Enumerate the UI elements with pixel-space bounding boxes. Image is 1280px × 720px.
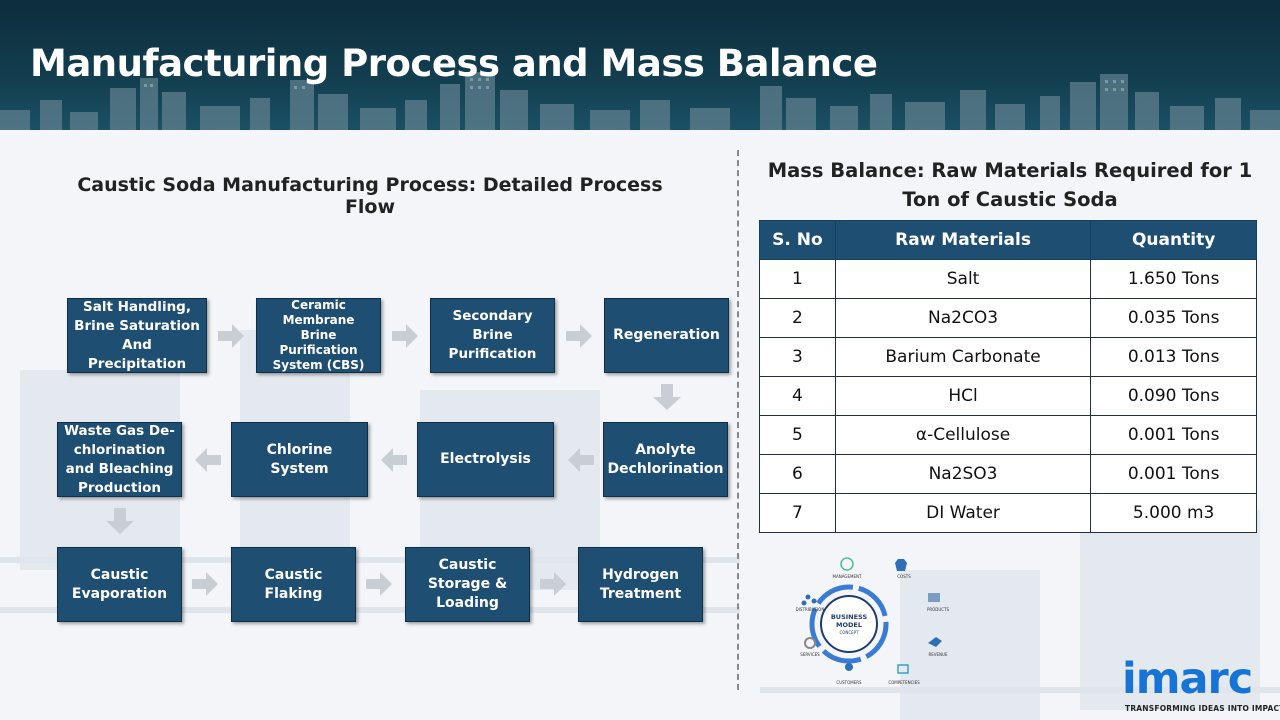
step-caustic-storage: Caustic Storage & Loading bbox=[405, 547, 530, 622]
arrow-right-icon bbox=[392, 324, 418, 348]
mass-balance-table: S. No Raw Materials Quantity 1 Salt 1.65… bbox=[759, 220, 1257, 533]
section-divider bbox=[737, 150, 739, 690]
table-cell: Na2SO3 bbox=[834, 454, 1092, 494]
city-skyline-graphic bbox=[0, 72, 1280, 130]
arrow-left-icon bbox=[568, 448, 594, 472]
step-caustic-flaking: Caustic Flaking bbox=[231, 547, 356, 622]
business-model-center-text: BUSINESS bbox=[831, 613, 868, 621]
table-cell: 0.001 Tons bbox=[1090, 415, 1257, 455]
table-row: 1 Salt 1.650 Tons bbox=[759, 259, 1257, 299]
table-cell: HCl bbox=[834, 376, 1092, 416]
table-row: 4 HCl 0.090 Tons bbox=[759, 376, 1257, 416]
table-cell: 0.035 Tons bbox=[1090, 298, 1257, 338]
arrow-right-icon bbox=[540, 572, 566, 596]
bm-label: MANAGEMENT bbox=[833, 574, 862, 579]
table-cell: Barium Carbonate bbox=[834, 337, 1092, 377]
arrow-left-icon bbox=[381, 448, 407, 472]
business-model-center-text: MODEL bbox=[836, 621, 862, 629]
table-cell: α-Cellulose bbox=[834, 415, 1092, 455]
imarc-logo: imarc TRANSFORMING IDEAS INTO IMPACT bbox=[1122, 654, 1280, 716]
services-icon bbox=[804, 637, 816, 649]
competencies-icon bbox=[897, 664, 909, 674]
table-cell: 0.001 Tons bbox=[1090, 454, 1257, 494]
logo-wordmark: imarc bbox=[1122, 654, 1253, 704]
revenue-icon bbox=[928, 637, 942, 647]
costs-icon bbox=[895, 559, 907, 571]
column-header: S. No bbox=[759, 220, 836, 260]
bm-label: REVENUE bbox=[928, 652, 947, 657]
products-icon bbox=[928, 593, 940, 602]
business-model-center-text: CONCEPT bbox=[839, 630, 859, 635]
management-icon bbox=[840, 557, 854, 571]
table-cell: 0.090 Tons bbox=[1090, 376, 1257, 416]
arrow-down-icon bbox=[653, 384, 681, 410]
arrow-right-icon bbox=[218, 324, 244, 348]
step-regeneration: Regeneration bbox=[604, 298, 729, 373]
step-anolyte-dechlorination: Anolyte Dechlorination bbox=[603, 422, 728, 497]
step-chlorine-system: Chlorine System bbox=[231, 422, 368, 497]
table-row: 7 DI Water 5.000 m3 bbox=[759, 493, 1257, 533]
bm-label: DISTRIBUTION bbox=[796, 607, 825, 612]
step-electrolysis: Electrolysis bbox=[417, 422, 554, 497]
logo-tagline: TRANSFORMING IDEAS INTO IMPACT bbox=[1125, 704, 1280, 713]
step-ceramic-membrane: Ceramic Membrane Brine Purification Syst… bbox=[256, 298, 381, 373]
table-cell: 7 bbox=[759, 493, 836, 533]
bm-label: PRODUCTS bbox=[927, 607, 950, 612]
table-row: 5 α-Cellulose 0.001 Tons bbox=[759, 415, 1257, 455]
page-title: Manufacturing Process and Mass Balance bbox=[30, 42, 878, 85]
table-cell: 0.013 Tons bbox=[1090, 337, 1257, 377]
customers-icon bbox=[845, 663, 853, 671]
mass-balance-heading: Mass Balance: Raw Materials Required for… bbox=[767, 159, 1253, 211]
table-header-row: S. No Raw Materials Quantity bbox=[759, 220, 1257, 260]
header-banner: Manufacturing Process and Mass Balance bbox=[0, 0, 1280, 130]
table-row: 2 Na2CO3 0.035 Tons bbox=[759, 298, 1257, 338]
table-cell: 2 bbox=[759, 298, 836, 338]
table-cell: 6 bbox=[759, 454, 836, 494]
distribution-icon bbox=[805, 594, 811, 600]
table-cell: 5.000 m3 bbox=[1090, 493, 1257, 533]
table-cell: 5 bbox=[759, 415, 836, 455]
arrow-left-icon bbox=[195, 448, 221, 472]
step-waste-gas: Waste Gas De-chlorination and Bleaching … bbox=[57, 422, 182, 497]
table-row: 6 Na2SO3 0.001 Tons bbox=[759, 454, 1257, 494]
step-hydrogen-treatment: Hydrogen Treatment bbox=[578, 547, 703, 622]
arrow-right-icon bbox=[366, 572, 392, 596]
table-cell: 4 bbox=[759, 376, 836, 416]
arrow-right-icon bbox=[566, 324, 592, 348]
bm-label: COMPETENCIES bbox=[888, 680, 920, 685]
arrow-down-icon bbox=[106, 508, 134, 534]
table-cell: 1 bbox=[759, 259, 836, 299]
table-row: 3 Barium Carbonate 0.013 Tons bbox=[759, 337, 1257, 377]
process-flow-heading: Caustic Soda Manufacturing Process: Deta… bbox=[77, 174, 663, 218]
table-cell: DI Water bbox=[834, 493, 1092, 533]
bm-label: SERVICES bbox=[800, 652, 820, 657]
table-cell: 3 bbox=[759, 337, 836, 377]
step-caustic-evaporation: Caustic Evaporation bbox=[57, 547, 182, 622]
arrow-right-icon bbox=[192, 572, 218, 596]
table-cell: Na2CO3 bbox=[834, 298, 1092, 338]
table-cell: Salt bbox=[834, 259, 1092, 299]
step-salt-handling: Salt Handling, Brine Saturation And Prec… bbox=[67, 298, 207, 373]
bm-label: COSTS bbox=[897, 574, 911, 579]
column-header: Raw Materials bbox=[834, 220, 1092, 260]
bm-label: CUSTOMERS bbox=[836, 680, 862, 685]
table-cell: 1.650 Tons bbox=[1090, 259, 1257, 299]
business-model-graphic: BUSINESS MODEL CONCEPT MANAGEMENT COSTS … bbox=[796, 557, 950, 685]
step-secondary-brine: Secondary Brine Purification bbox=[430, 298, 555, 373]
column-header: Quantity bbox=[1090, 220, 1257, 260]
